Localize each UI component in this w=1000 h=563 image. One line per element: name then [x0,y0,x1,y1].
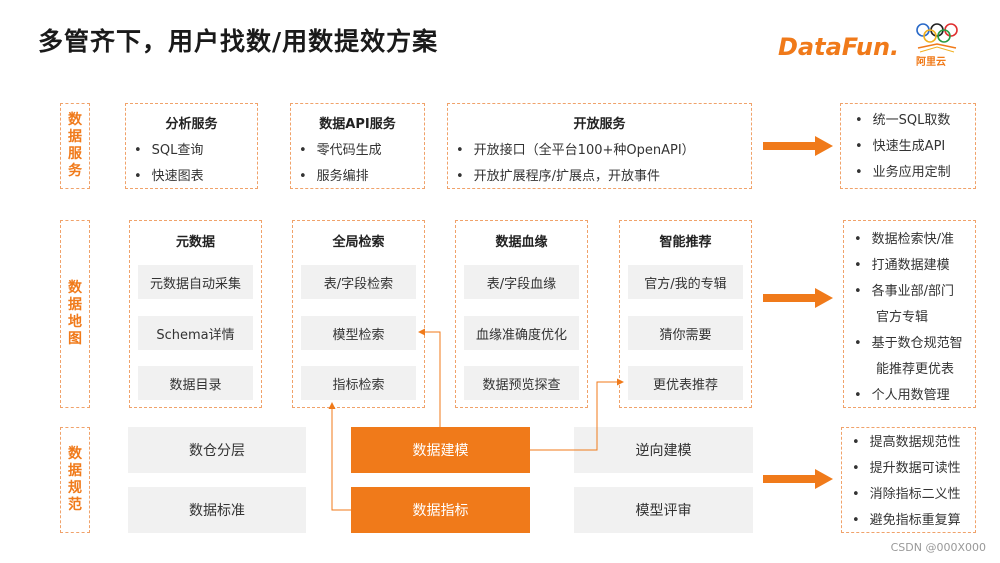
card-head: 元数据 [175,235,215,250]
card-open-service: 开放服务 开放接口（全平台100+种OpenAPI） 开放扩展程序/扩展点，开放… [447,103,752,189]
card-api-service: 数据API服务 零代码生成 服务编排 [290,103,425,189]
tile-item: 官方/我的专辑 [628,265,743,299]
connector-modeling-to-model-search [418,328,441,427]
result-item: 数据检索快/准 [854,227,975,253]
result-item: 基于数仓规范智 [854,331,975,357]
result-item: 消除指标二义性 [852,482,975,508]
tile-item: Schema详情 [138,316,253,350]
tile-item: 数据预览探查 [464,366,579,400]
result-item-continued: 官方专辑 [876,310,929,325]
tile-item: 指标检索 [301,366,416,400]
tile-model-review: 模型评审 [574,487,753,533]
card-head: 分析服务 [165,117,218,132]
lane-label-map: 数据地图 [60,220,90,408]
card-lineage: 数据血缘 表/字段血缘 血缘准确度优化 数据预览探查 [455,220,588,408]
result-item: 业务应用定制 [855,160,975,186]
lane-label-service: 数据服务 [60,103,90,189]
result-item: 避免指标重复算 [852,508,975,534]
lane-label-spec-text: 数据规范 [68,446,82,513]
list-item: 快速图表 [134,165,204,184]
arrow-right-icon [763,288,833,308]
result-spec: 提高数据规范性 提升数据可读性 消除指标二义性 避免指标重复算 [841,427,976,533]
watermark: CSDN @000X000 [890,541,986,554]
list-item: 开放扩展程序/扩展点，开放事件 [456,165,660,184]
arrow-right-icon [763,136,833,156]
tile-layer: 数仓分层 [128,427,306,473]
tile-reverse-modeling: 逆向建模 [574,427,753,473]
card-head: 开放服务 [573,117,626,132]
result-item: 打通数据建模 [854,253,975,279]
olympic-rings-icon [916,23,958,53]
result-service: 统一SQL取数 快速生成API 业务应用定制 [840,103,976,189]
card-metadata: 元数据 元数据自动采集 Schema详情 数据目录 [129,220,262,408]
result-item: 统一SQL取数 [855,108,975,134]
lane-label-service-text: 数据服务 [68,112,82,179]
tile-standard: 数据标准 [128,487,306,533]
tile-metric: 数据指标 [351,487,530,533]
aliyun-logo-text: 阿里云 [916,57,946,68]
tile-item: 数据目录 [138,366,253,400]
olympic-aliyun-logo: 阿里云 [912,18,972,70]
tile-item: 血缘准确度优化 [464,316,579,350]
list-item: 开放接口（全平台100+种OpenAPI） [456,139,695,158]
card-head: 全局检索 [332,235,385,250]
card-head: 数据血缘 [495,235,548,250]
list-item: 服务编排 [299,165,369,184]
connector-metric-to-metric-search [328,402,351,511]
result-item-continued: 能推荐更优表 [876,362,955,377]
card-head: 智能推荐 [659,235,712,250]
tile-item: 更优表推荐 [628,366,743,400]
datafun-logo: DataFun. [778,33,900,61]
page-title: 多管齐下，用户找数/用数提效方案 [38,27,439,56]
result-item: 各事业部/部门 [854,279,975,305]
lane-label-map-text: 数据地图 [68,280,82,347]
tile-item: 表/字段检索 [301,265,416,299]
result-map: 数据检索快/准 打通数据建模 各事业部/部门 官方专辑 基于数仓规范智 能推荐更… [843,220,976,408]
arrow-right-icon [763,469,833,489]
card-head: 数据API服务 [319,117,396,132]
card-recommend: 智能推荐 官方/我的专辑 猜你需要 更优表推荐 [619,220,752,408]
tile-modeling: 数据建模 [351,427,530,473]
result-item: 个人用数管理 [854,383,975,409]
tile-item: 表/字段血缘 [464,265,579,299]
tile-item: 猜你需要 [628,316,743,350]
result-item: 快速生成API [855,134,975,160]
list-item: SQL查询 [134,139,204,158]
result-item: 提升数据可读性 [852,456,975,482]
list-item: 零代码生成 [299,139,382,158]
connector-modeling-to-recommend [530,378,624,451]
card-analysis-service: 分析服务 SQL查询 快速图表 [125,103,258,189]
card-global-search: 全局检索 表/字段检索 模型检索 指标检索 [292,220,425,408]
tile-item: 模型检索 [301,316,416,350]
result-item: 提高数据规范性 [852,430,975,456]
lane-label-spec: 数据规范 [60,427,90,533]
tile-item: 元数据自动采集 [138,265,253,299]
